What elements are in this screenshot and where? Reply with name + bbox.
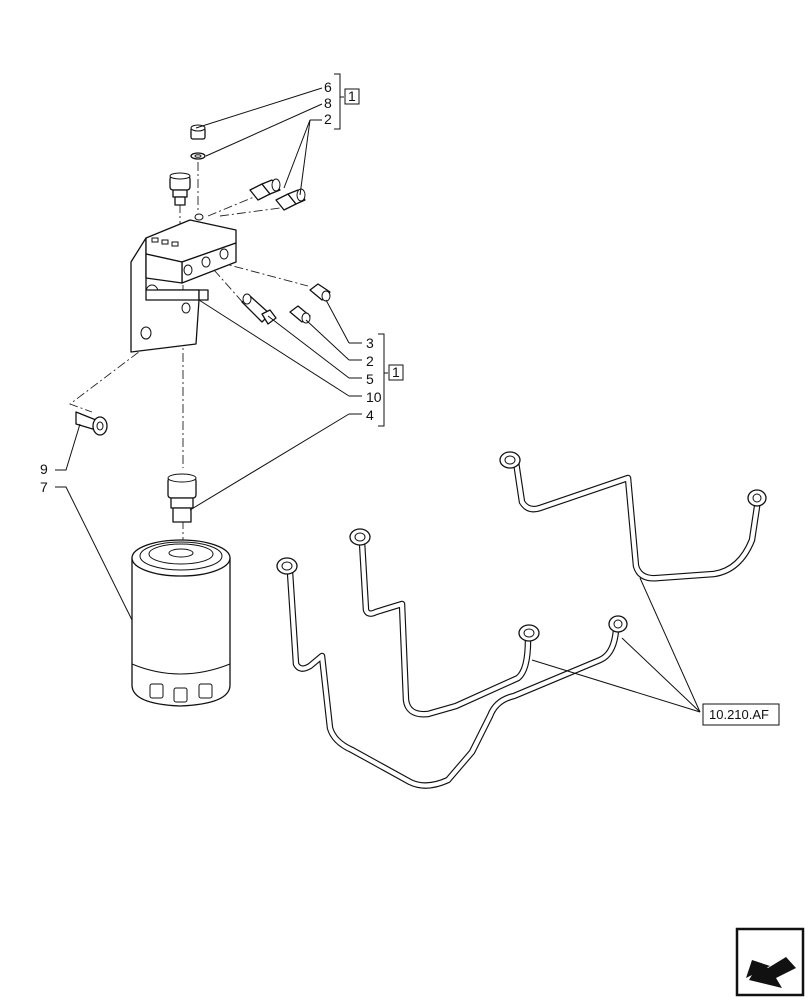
nipple-adapter-4	[167, 473, 197, 523]
callout-4: 4	[366, 407, 374, 423]
pipe-assembly-upper	[499, 451, 767, 582]
adapter-fitting-top	[169, 172, 191, 206]
bolt-9	[75, 411, 108, 436]
assembly-ref-box-top: 1	[348, 88, 356, 104]
callout-9: 9	[40, 461, 48, 477]
sensor-switch-5	[241, 293, 277, 325]
callout-10: 10	[366, 389, 382, 405]
callout-6: 6	[324, 79, 332, 95]
arrow-icon[interactable]	[735, 927, 805, 997]
filter-head-bracket	[130, 213, 237, 353]
callout-group-top: 6 8 2 1	[324, 73, 360, 130]
fitting-right-2	[289, 305, 311, 324]
callout-7: 7	[40, 479, 48, 495]
section-reference[interactable]: 10.210.AF	[702, 703, 780, 726]
assembly-ref-box-mid: 1	[392, 364, 400, 380]
callout-2-top: 2	[324, 111, 332, 127]
pipe-assembly-lower	[276, 557, 628, 789]
callout-8: 8	[324, 95, 332, 111]
fitting-right-3	[309, 283, 331, 302]
leader-lines	[55, 87, 701, 713]
filter-canister-7	[131, 539, 231, 707]
callout-2-mid: 2	[366, 353, 374, 369]
sensor-fitting-upper-1	[249, 178, 281, 201]
section-reference-label[interactable]: 10.210.AF	[709, 707, 769, 722]
top-plug	[190, 124, 206, 160]
callout-group-left: 9 7	[40, 461, 48, 495]
callout-3: 3	[366, 335, 374, 351]
callout-group-middle: 3 2 5 10 4 1	[349, 333, 404, 427]
sensor-fitting-upper-2	[275, 188, 306, 211]
pipe-assembly-middle	[349, 528, 540, 718]
callout-5: 5	[366, 371, 374, 387]
